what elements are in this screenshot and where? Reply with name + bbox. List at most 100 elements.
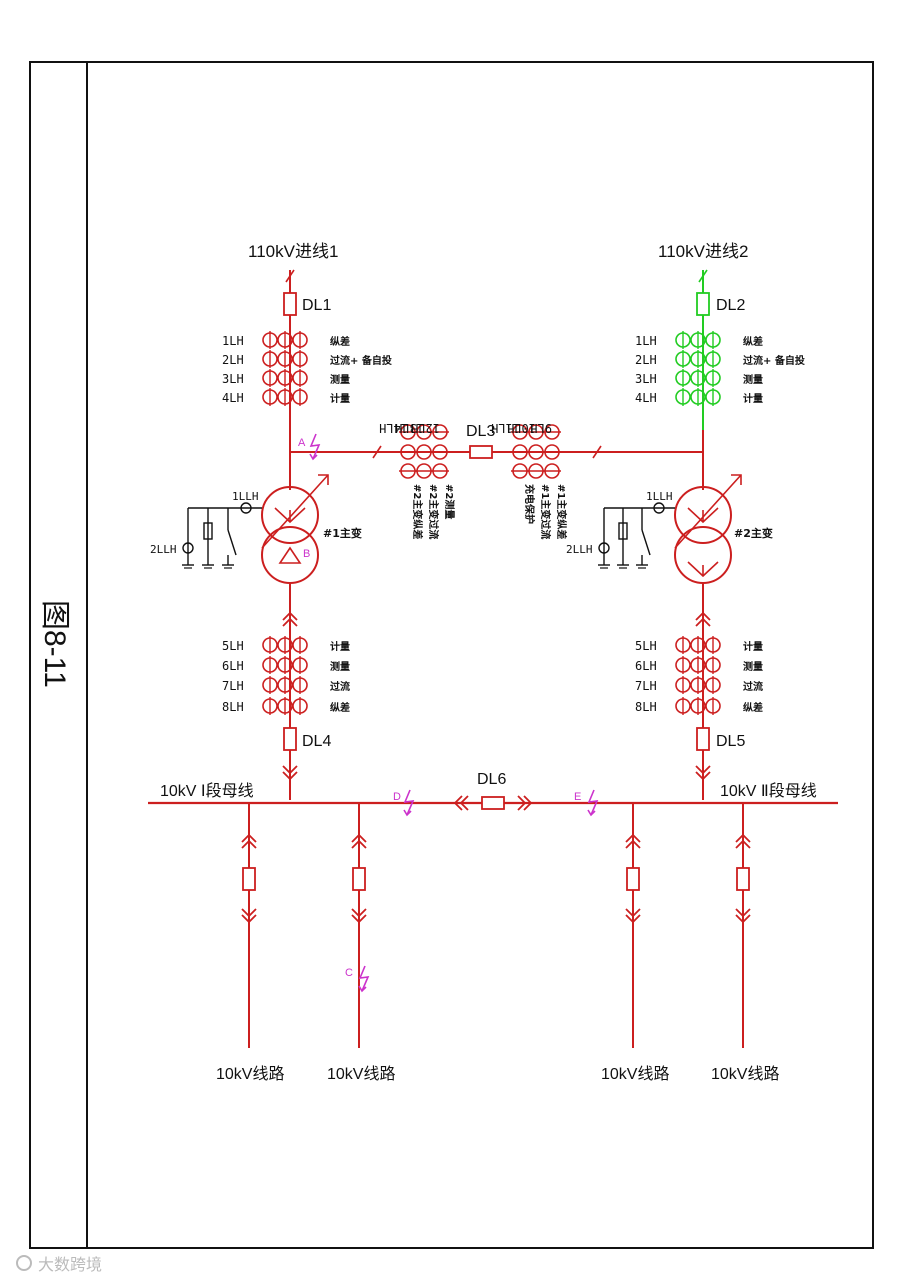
incoming-2	[675, 269, 721, 430]
svg-text:B: B	[303, 548, 310, 560]
breaker-dl6	[481, 796, 505, 810]
svg-text:#1主变纵差: #1主变纵差	[555, 484, 568, 539]
svg-text:纵差: 纵差	[743, 701, 763, 714]
svg-text:测量: 测量	[330, 373, 350, 386]
svg-text:3LH: 3LH	[222, 372, 244, 386]
fault-c: C	[345, 965, 369, 992]
svg-text:7LH: 7LH	[222, 679, 244, 693]
low-side-2-ct-labels: 5LH 6LH 7LH 8LH 计量 测量 过流 纵差	[635, 639, 763, 714]
feeder-1-label: 10kV线路	[216, 1065, 284, 1083]
bus-tie-breaker: DL3	[466, 423, 495, 440]
svg-text:7LH: 7LH	[635, 679, 657, 693]
neutral-ct-1: 1LLH	[232, 490, 259, 503]
svg-text:#1主变过流: #1主变过流	[539, 484, 552, 539]
feeder-1	[241, 803, 257, 1048]
feeder-4-label: 10kV线路	[711, 1065, 779, 1083]
incoming-1-breaker: DL1	[302, 297, 331, 314]
svg-text:2LH: 2LH	[222, 353, 244, 367]
svg-text:A: A	[298, 437, 306, 449]
svg-text:测量: 测量	[330, 660, 350, 673]
svg-text:8LH: 8LH	[222, 700, 244, 714]
transformer-2-name: #2主变	[734, 526, 773, 540]
svg-text:计量: 计量	[330, 640, 350, 653]
svg-text:1LH: 1LH	[635, 334, 657, 348]
svg-text:过流: 过流	[330, 680, 350, 693]
fault-d: D	[393, 789, 414, 816]
svg-text:测量: 测量	[743, 660, 763, 673]
svg-text:计量: 计量	[330, 392, 350, 405]
incoming-2-breaker: DL2	[716, 297, 745, 314]
low-side-1	[262, 612, 308, 780]
incoming-2-title: 110kV进线2	[658, 242, 748, 261]
fault-a: A	[298, 433, 320, 460]
svg-text:E: E	[574, 791, 581, 803]
svg-text:大数跨境: 大数跨境	[38, 1255, 102, 1274]
breaker-dl4	[283, 727, 297, 751]
svg-text:3LH: 3LH	[635, 372, 657, 386]
svg-text:D: D	[393, 791, 401, 803]
feeders	[241, 803, 751, 1048]
svg-text:#2测量: #2测量	[443, 484, 456, 519]
svg-text:5LH: 5LH	[635, 639, 657, 653]
neutral-grounding-2	[598, 502, 675, 569]
feeder-3	[625, 803, 641, 1048]
svg-text:纵差: 纵差	[743, 335, 763, 348]
bus-right-label: 10kV Ⅱ段母线	[720, 782, 817, 800]
svg-text:11LH: 11LH	[491, 421, 520, 435]
feeder-2-label: 10kV线路	[327, 1065, 395, 1083]
svg-text:2LH: 2LH	[635, 353, 657, 367]
svg-text:10LH: 10LH	[507, 421, 536, 435]
svg-text:过流+ 备自投: 过流+ 备自投	[743, 354, 805, 367]
svg-text:测量: 测量	[743, 373, 763, 386]
svg-text:6LH: 6LH	[222, 659, 244, 673]
svg-text:4LH: 4LH	[635, 391, 657, 405]
svg-text:4LH: 4LH	[222, 391, 244, 405]
figure-label: 图8-11	[38, 600, 71, 688]
svg-text:纵差: 纵差	[330, 701, 350, 714]
gap-ct-2: 2LLH	[566, 543, 593, 556]
breaker-dl2	[696, 292, 710, 316]
breaker-dl1	[283, 292, 297, 316]
bus-tie-10kv-breaker: DL6	[477, 771, 506, 788]
incoming-1-title: 110kV进线1	[248, 242, 338, 261]
svg-text:过流+ 备自投: 过流+ 备自投	[330, 354, 392, 367]
svg-text:纵差: 纵差	[330, 335, 350, 348]
svg-text:计量: 计量	[743, 640, 763, 653]
svg-text:14LH: 14LH	[379, 421, 408, 435]
low-side-2-breaker: DL5	[716, 733, 745, 750]
bus-10kv	[148, 795, 838, 811]
breaker-dl3	[469, 445, 493, 459]
fault-b: B	[303, 548, 310, 560]
svg-text:过流: 过流	[743, 680, 763, 693]
gap-ct-1: 2LLH	[150, 543, 177, 556]
svg-text:计量: 计量	[743, 392, 763, 405]
bus-tie-ct-labels: 12LH 13LH 14LH 9LH 10LH 11LH #2测量 #2主变过流…	[379, 421, 568, 539]
low-side-1-ct-labels: 5LH 6LH 7LH 8LH 计量 测量 过流 纵差	[222, 639, 350, 714]
bus-tie-110	[372, 424, 602, 479]
incoming-2-ct-labels: 1LH 2LH 3LH 4LH 纵差 过流+ 备自投 测量 计量	[635, 334, 805, 405]
svg-text:充电保护: 充电保护	[523, 484, 536, 524]
svg-text:#2主变过流: #2主变过流	[427, 484, 440, 539]
svg-text:1LH: 1LH	[222, 334, 244, 348]
incoming-1	[262, 269, 703, 490]
incoming-1-ct-labels: 1LH 2LH 3LH 4LH 纵差 过流+ 备自投 测量 计量	[222, 334, 392, 405]
low-side-2	[675, 612, 721, 780]
feeder-2	[351, 803, 367, 1048]
fault-e: E	[574, 789, 598, 816]
svg-text:5LH: 5LH	[222, 639, 244, 653]
neutral-grounding-1	[182, 502, 262, 569]
svg-text:C: C	[345, 967, 353, 979]
bus-left-label: 10kV Ⅰ段母线	[160, 782, 254, 800]
svg-text:9LH: 9LH	[530, 421, 552, 435]
breaker-dl5	[696, 727, 710, 751]
svg-text:8LH: 8LH	[635, 700, 657, 714]
neutral-ct-2: 1LLH	[646, 490, 673, 503]
low-side-1-breaker: DL4	[302, 733, 331, 750]
svg-text:#2主变纵差: #2主变纵差	[411, 484, 424, 539]
transformer-1-name: #1主变	[323, 526, 362, 540]
feeder-3-label: 10kV线路	[601, 1065, 669, 1083]
outer-frame	[29, 61, 874, 1249]
feeder-4	[735, 803, 751, 1048]
svg-text:6LH: 6LH	[635, 659, 657, 673]
